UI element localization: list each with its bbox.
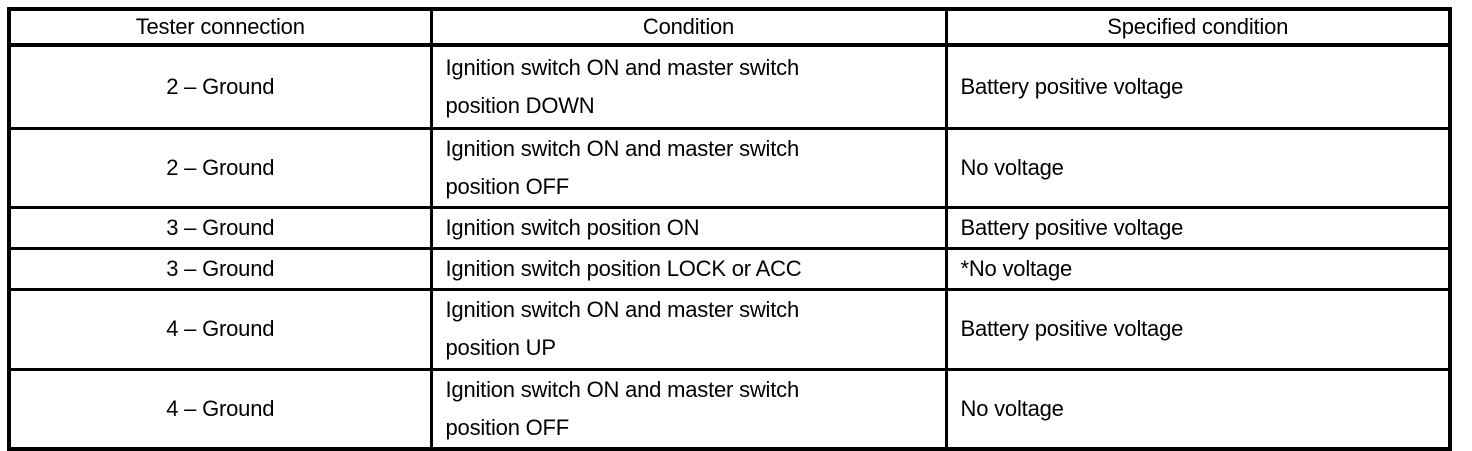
specified-condition-cell: No voltage xyxy=(944,367,1452,451)
table-row: 2 – Ground Ignition switch ON and master… xyxy=(7,43,1452,130)
table-row: 2 – Ground Ignition switch ON and master… xyxy=(7,126,1452,209)
condition-cell: Ignition switch ON and master switch pos… xyxy=(429,287,948,371)
tester-connection-spec-table: Tester connection Condition Specified co… xyxy=(7,7,1452,451)
condition-line: Ignition switch position ON xyxy=(445,214,700,240)
table-row: 4 – Ground Ignition switch ON and master… xyxy=(7,367,1452,451)
header-specified-condition: Specified condition xyxy=(944,7,1452,47)
condition-cell: Ignition switch position ON xyxy=(429,205,948,250)
condition-line: Ignition switch position LOCK or ACC xyxy=(445,255,802,281)
specified-condition-cell: No voltage xyxy=(944,126,1452,209)
specified-condition-cell: *No voltage xyxy=(944,246,1452,291)
header-condition: Condition xyxy=(429,7,948,47)
tester-connection-cell: 4 – Ground xyxy=(7,367,433,451)
table-row: 3 – Ground Ignition switch position LOCK… xyxy=(7,246,1452,291)
condition-cell: Ignition switch position LOCK or ACC xyxy=(429,246,948,291)
tester-connection-spec-table-wrap: Tester connection Condition Specified co… xyxy=(7,7,1452,451)
condition-line: Ignition switch ON and master switch xyxy=(445,135,800,161)
condition-line: position UP xyxy=(445,335,557,360)
specified-condition-cell: Battery positive voltage xyxy=(944,205,1452,250)
condition-line: Ignition switch ON and master switch xyxy=(445,297,800,322)
header-row: Tester connection Condition Specified co… xyxy=(7,7,1452,47)
specified-condition-cell: Battery positive voltage xyxy=(944,43,1452,130)
condition-line: Ignition switch ON and master switch xyxy=(445,54,800,80)
table-row: 3 – Ground Ignition switch position ON B… xyxy=(7,205,1452,250)
condition-cell: Ignition switch ON and master switch pos… xyxy=(429,126,948,209)
tester-connection-cell: 2 – Ground xyxy=(7,126,433,209)
tester-connection-cell: 3 – Ground xyxy=(7,205,433,250)
tester-connection-cell: 3 – Ground xyxy=(7,246,433,291)
tester-connection-cell: 4 – Ground xyxy=(7,287,433,371)
condition-cell: Ignition switch ON and master switch pos… xyxy=(429,43,948,130)
condition-line: position DOWN xyxy=(445,92,595,118)
condition-cell: Ignition switch ON and master switch pos… xyxy=(429,367,948,451)
table-row: 4 – Ground Ignition switch ON and master… xyxy=(7,287,1452,371)
condition-line: position OFF xyxy=(445,414,570,440)
header-tester-connection: Tester connection xyxy=(7,7,433,47)
specified-condition-cell: Battery positive voltage xyxy=(944,287,1452,371)
condition-line: Ignition switch ON and master switch xyxy=(445,376,800,402)
tester-connection-cell: 2 – Ground xyxy=(7,43,433,130)
condition-line: position OFF xyxy=(445,173,570,199)
